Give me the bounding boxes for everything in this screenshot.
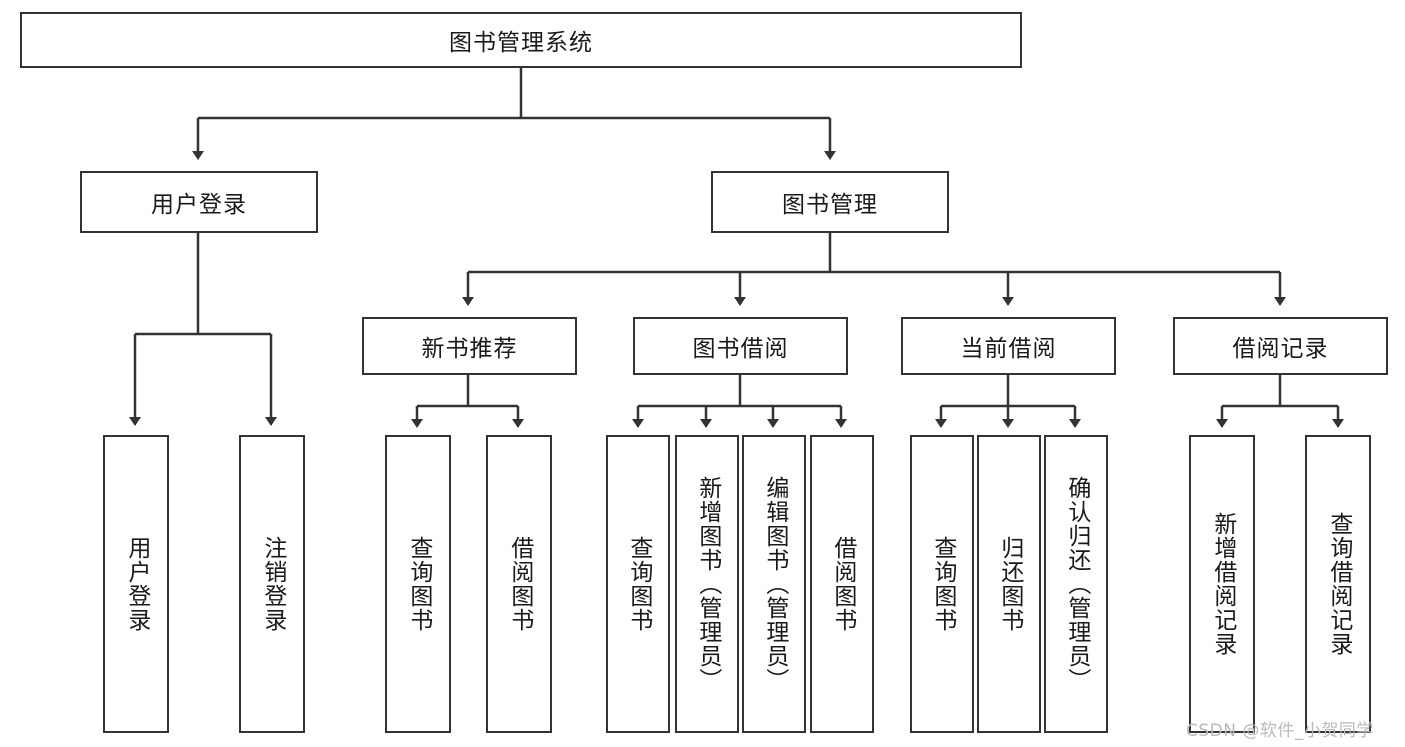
- leaf-return-book[interactable]: 归还图书: [977, 435, 1041, 733]
- node-label: 新增借阅记录: [1209, 512, 1236, 656]
- leaf-query-book-recommend[interactable]: 查询图书: [385, 435, 451, 733]
- node-label: 归还图书: [996, 536, 1023, 632]
- node-book-management[interactable]: 图书管理: [711, 171, 949, 233]
- node-borrow-record[interactable]: 借阅记录: [1173, 317, 1388, 375]
- leaf-borrow-book[interactable]: 借阅图书: [810, 435, 874, 733]
- leaf-user-login[interactable]: 用户登录: [103, 435, 169, 733]
- node-label: 图书借阅: [692, 336, 789, 362]
- node-label: 注销登录: [259, 536, 286, 632]
- leaf-edit-book-admin[interactable]: 编辑图书（管理员）: [742, 435, 806, 733]
- node-label: 用户登录: [123, 536, 150, 632]
- node-label: 查询图书: [625, 536, 652, 632]
- leaf-query-borrow-record[interactable]: 查询借阅记录: [1305, 435, 1371, 733]
- node-label: 借阅图书: [829, 536, 856, 632]
- csdn-watermark: CSDN @软件_小贺同学: [1186, 721, 1374, 741]
- node-label: 查询图书: [929, 536, 956, 632]
- node-user-login[interactable]: 用户登录: [80, 171, 318, 233]
- node-label: 新增图书（管理员）: [694, 476, 721, 692]
- node-label: 图书管理系统: [449, 30, 593, 56]
- node-label: 查询图书: [405, 536, 432, 632]
- leaf-add-borrow-record[interactable]: 新增借阅记录: [1189, 435, 1255, 733]
- node-label: 图书管理: [782, 192, 878, 218]
- node-label: 查询借阅记录: [1325, 512, 1352, 656]
- node-label: 借阅图书: [506, 536, 533, 632]
- node-label: 当前借阅: [960, 336, 1057, 362]
- node-label: 新书推荐: [421, 336, 518, 362]
- node-label: 借阅记录: [1232, 336, 1329, 362]
- node-label: 确认归还（管理员）: [1063, 476, 1090, 692]
- node-book-borrow[interactable]: 图书借阅: [633, 317, 848, 375]
- leaf-logout[interactable]: 注销登录: [239, 435, 305, 733]
- node-current-borrow[interactable]: 当前借阅: [901, 317, 1116, 375]
- leaf-add-book-admin[interactable]: 新增图书（管理员）: [675, 435, 739, 733]
- node-root-book-management-system[interactable]: 图书管理系统: [20, 12, 1022, 68]
- node-label: 编辑图书（管理员）: [761, 476, 788, 692]
- leaf-query-book-current[interactable]: 查询图书: [910, 435, 974, 733]
- leaf-borrow-book-recommend[interactable]: 借阅图书: [486, 435, 552, 733]
- node-new-book-recommend[interactable]: 新书推荐: [362, 317, 577, 375]
- leaf-query-book-borrow[interactable]: 查询图书: [606, 435, 670, 733]
- leaf-confirm-return-admin[interactable]: 确认归还（管理员）: [1044, 435, 1108, 733]
- node-label: 用户登录: [151, 192, 247, 218]
